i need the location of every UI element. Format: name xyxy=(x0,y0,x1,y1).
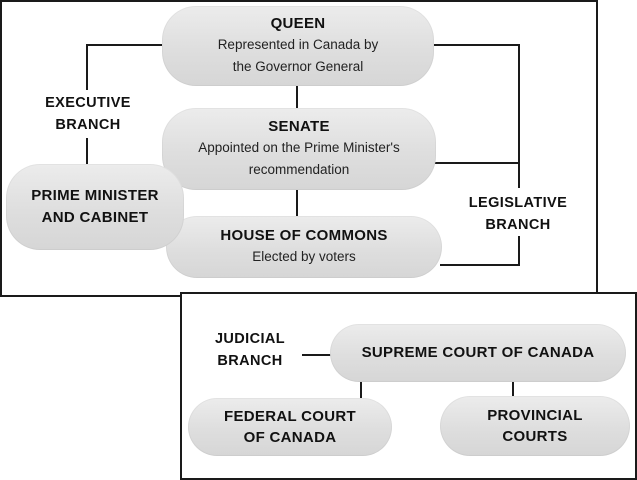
federal-court-node: FEDERAL COURT OF CANADA xyxy=(188,398,392,456)
legislative-connector-vertical-lower xyxy=(518,236,520,266)
house-of-commons-node: HOUSE OF COMMONS Elected by voters xyxy=(166,216,442,278)
executive-connector-vertical-lower xyxy=(86,138,88,164)
supreme-federal-connector xyxy=(360,382,362,400)
executive-connector-vertical-upper xyxy=(86,44,88,90)
legislative-branch-label: LEGISLATIVE BRANCH xyxy=(450,192,586,236)
executive-connector-horizontal xyxy=(86,44,166,46)
legislative-connector-commons xyxy=(440,264,520,266)
legislative-connector-senate xyxy=(434,162,520,164)
queen-node: QUEEN Represented in Canada by the Gover… xyxy=(162,6,434,86)
queen-senate-connector xyxy=(296,86,298,108)
provincial-courts-node: PROVINCIAL COURTS xyxy=(440,396,630,456)
executive-branch-label: EXECUTIVE BRANCH xyxy=(32,92,144,136)
senate-node: SENATE Appointed on the Prime Minister's… xyxy=(162,108,436,190)
queen-title: QUEEN xyxy=(270,15,326,32)
prime-minister-node: PRIME MINISTER AND CABINET xyxy=(6,164,184,250)
supreme-court-node: SUPREME COURT OF CANADA xyxy=(330,324,626,382)
queen-subtitle: Represented in Canada by the Governor Ge… xyxy=(217,37,379,74)
senate-title: SENATE xyxy=(268,118,330,135)
supreme-court-title: SUPREME COURT OF CANADA xyxy=(361,344,595,361)
legislative-connector-vertical-upper xyxy=(518,44,520,188)
judicial-connector xyxy=(302,354,332,356)
supreme-provincial-connector xyxy=(512,382,514,398)
prime-minister-title: PRIME MINISTER AND CABINET xyxy=(31,187,159,226)
senate-subtitle: Appointed on the Prime Minister's recomm… xyxy=(198,140,400,177)
senate-commons-connector xyxy=(296,190,298,216)
provincial-courts-title: PROVINCIAL COURTS xyxy=(487,407,583,445)
judicial-branch-label: JUDICIAL BRANCH xyxy=(214,331,286,369)
federal-court-title: FEDERAL COURT OF CANADA xyxy=(224,408,356,446)
legislative-connector-queen xyxy=(432,44,520,46)
house-of-commons-subtitle: Elected by voters xyxy=(252,249,356,264)
house-of-commons-title: HOUSE OF COMMONS xyxy=(220,227,388,244)
